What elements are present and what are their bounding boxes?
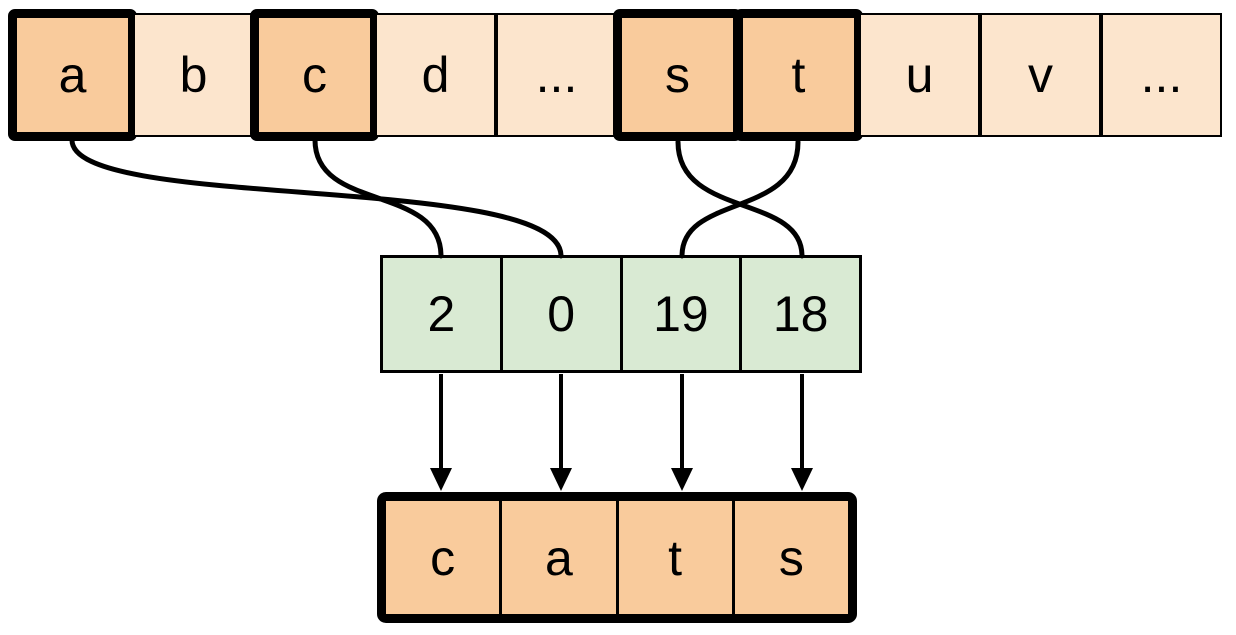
index-cell-18: 18	[739, 258, 859, 370]
alphabet-cell-ellipsis-2: ...	[1101, 13, 1222, 137]
index-cell-2: 2	[427, 286, 456, 342]
alphabet-cell-ellipsis-1: ...	[496, 13, 617, 137]
arrow-index18-to-word-s	[791, 374, 813, 491]
alphabet-cell-v: v	[980, 13, 1101, 137]
alphabet-cell-t: t	[734, 9, 863, 141]
connector-curve-a-to-0	[69, 137, 564, 259]
alphabet-cell-b: b	[133, 13, 254, 137]
index-cell-0: 0	[499, 258, 620, 370]
index-row: 2 0 19 18	[380, 255, 862, 373]
connector-curve-c-to-2	[312, 137, 444, 259]
alphabet-cell-c: c	[250, 9, 379, 141]
connector-curve-t-to-19	[679, 139, 801, 259]
connector-curve-s-to-18	[675, 139, 805, 259]
alphabet-cell-d: d	[375, 13, 496, 137]
alphabet-cell-a: a	[8, 9, 137, 141]
word-cell-s: s	[731, 501, 848, 614]
arrow-index2-to-word-c	[430, 374, 452, 491]
arrow-index19-to-word-t	[671, 374, 693, 491]
arrow-index0-to-word-a	[550, 374, 572, 491]
word-row-cats: c a t s	[377, 492, 857, 623]
index-cell-19: 19	[619, 258, 740, 370]
word-cell-c: c	[430, 529, 456, 586]
word-cell-t: t	[615, 501, 732, 614]
alphabet-cell-u: u	[859, 13, 980, 137]
word-cell-a: a	[499, 501, 615, 614]
alphabet-cell-s: s	[613, 9, 742, 141]
